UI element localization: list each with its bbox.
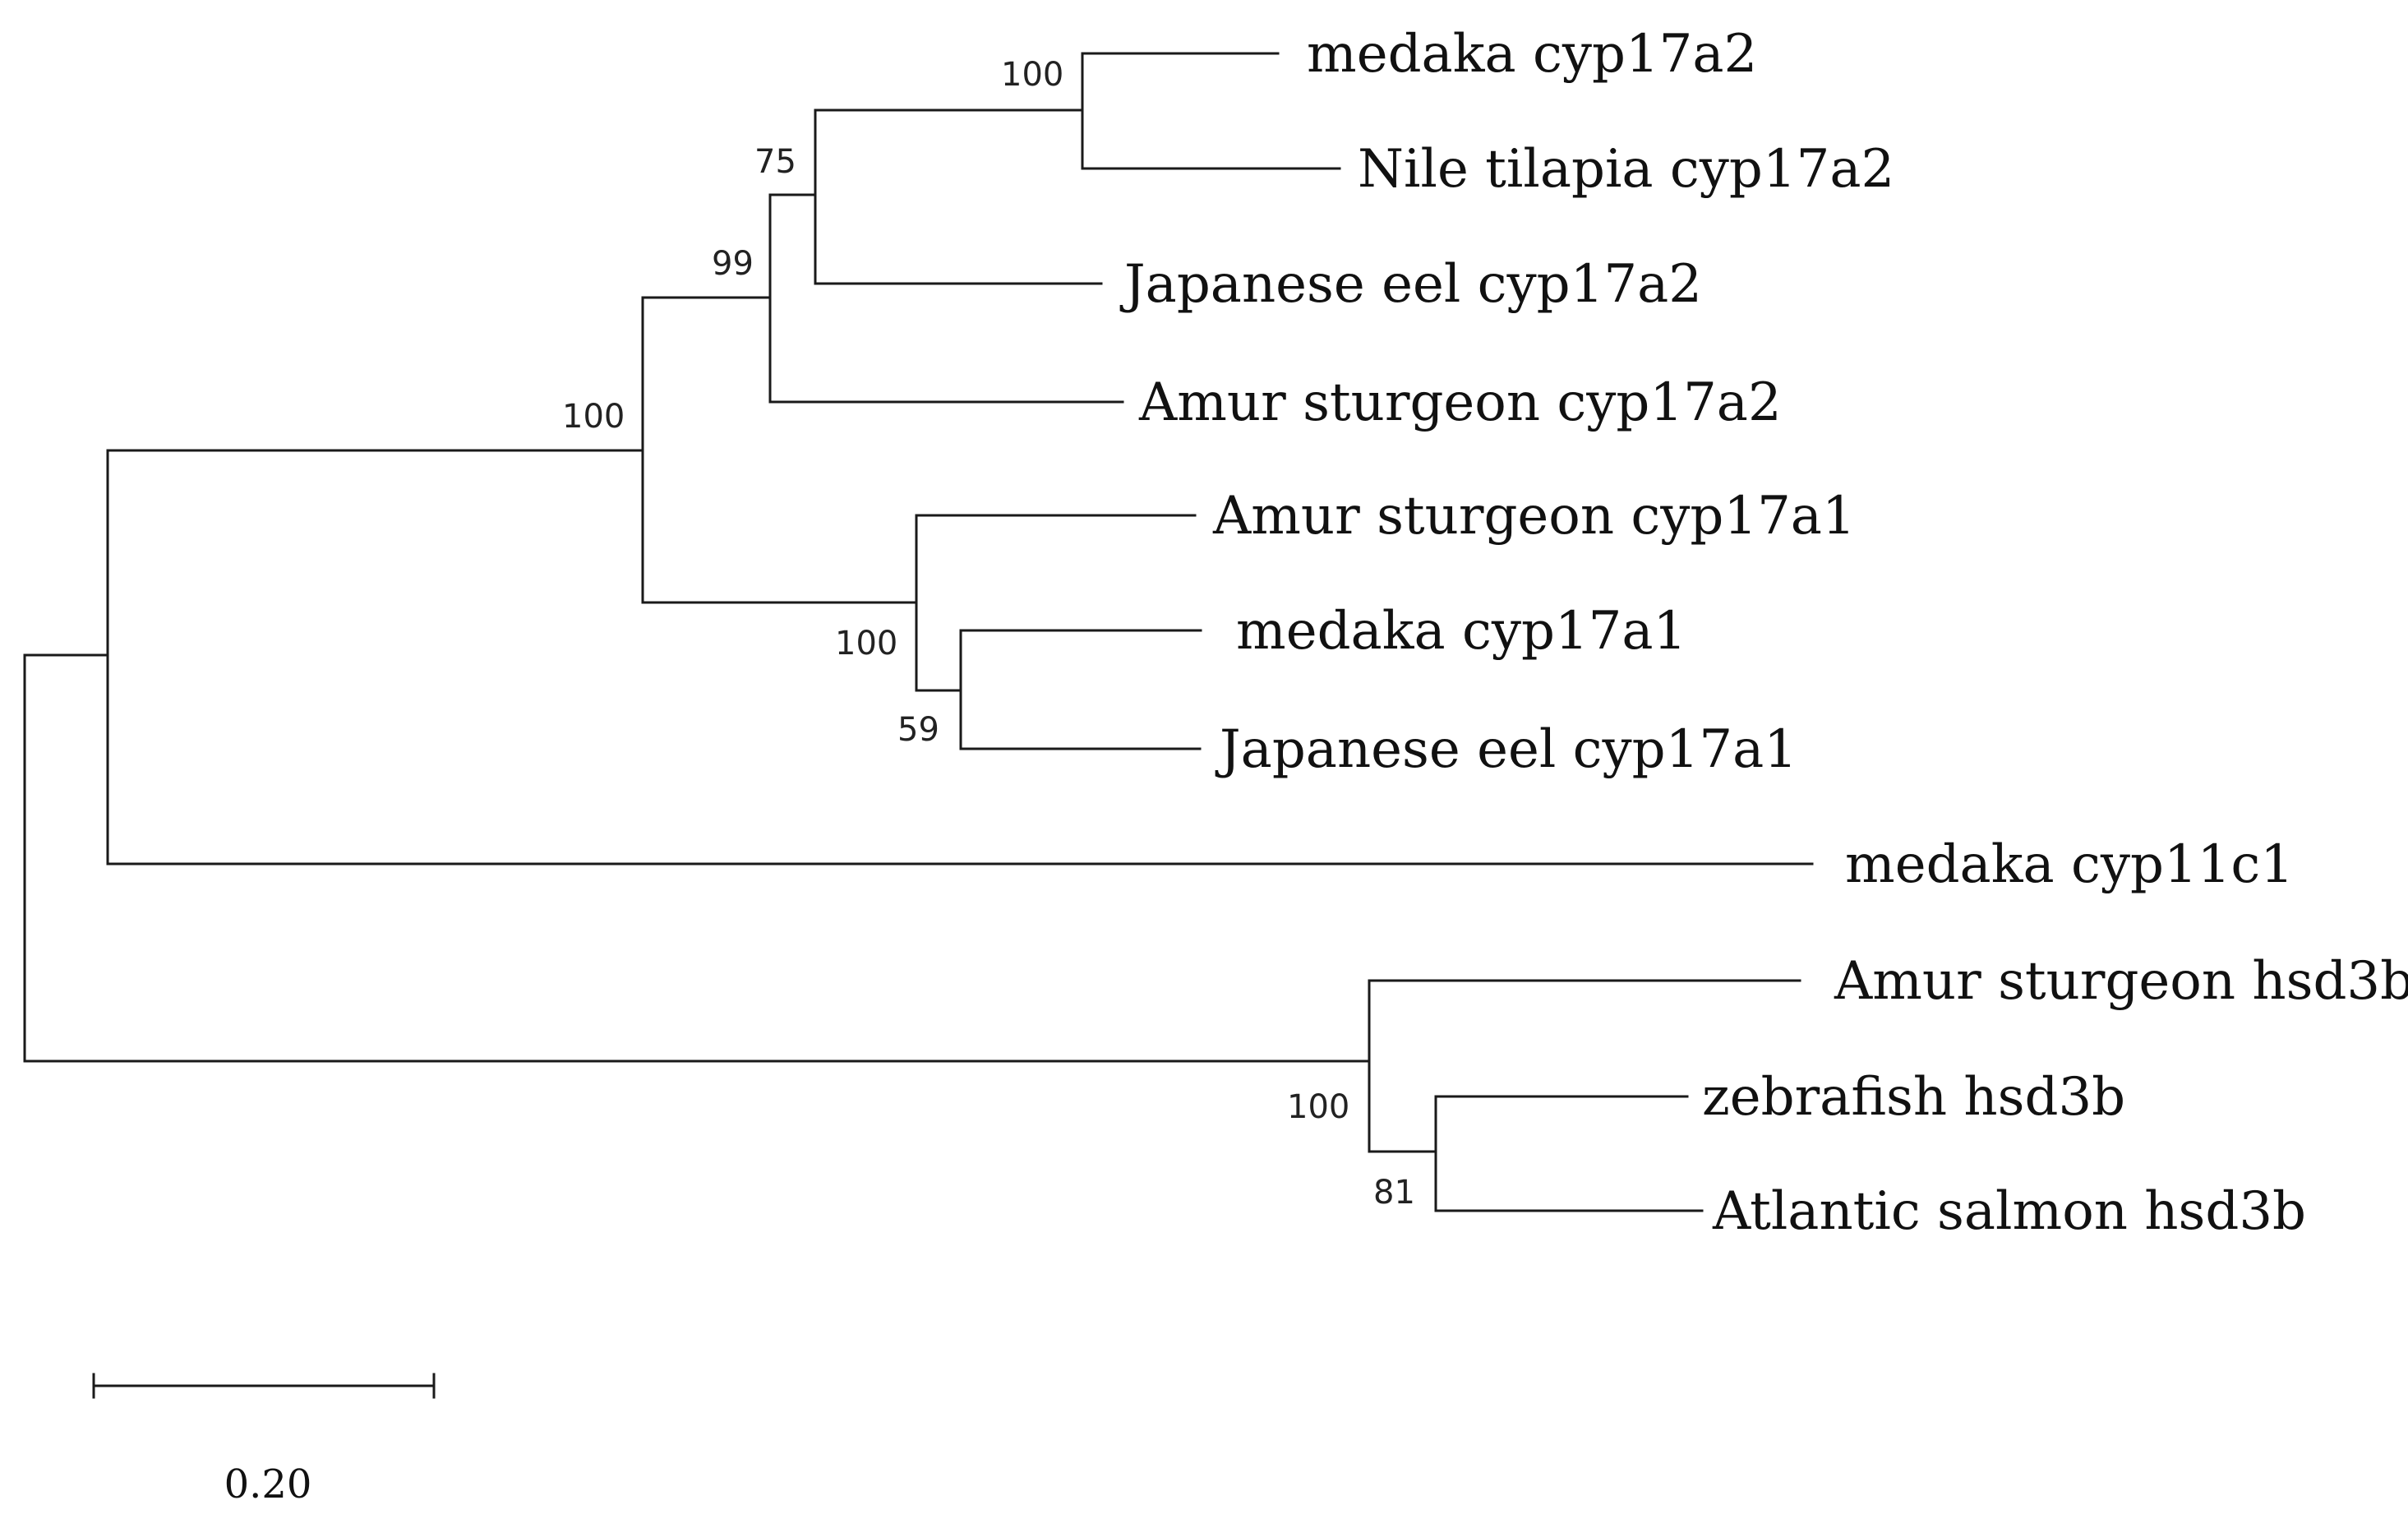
- bootstrap-value: 100: [1287, 1088, 1349, 1126]
- taxon-label-medaka-cyp17a2: medaka cyp17a2: [1307, 24, 1757, 85]
- scale-bar: 0.20: [92, 1373, 436, 1507]
- taxon-label-atlantic-salmon-hsd3b: Atlantic salmon hsd3b: [1712, 1181, 2306, 1242]
- leaf-labels: medaka cyp17a2 Nile tilapia cyp17a2 Japa…: [1119, 24, 2408, 1242]
- taxon-label-nile-tilapia-cyp17a2: Nile tilapia cyp17a2: [1358, 139, 1894, 200]
- bootstrap-value: 100: [1001, 56, 1063, 94]
- taxon-label-japanese-eel-cyp17a1: Japanese eel cyp17a1: [1215, 719, 1797, 780]
- taxon-label-japanese-eel-cyp17a2: Japanese eel cyp17a2: [1119, 254, 1702, 315]
- bootstrap-value: 81: [1373, 1174, 1415, 1212]
- tree-branches: [23, 52, 1814, 1212]
- bootstrap-value: 59: [897, 711, 939, 749]
- taxon-label-zebrafish-hsd3b: zebrafish hsd3b: [1702, 1067, 2125, 1128]
- bootstrap-value: 100: [562, 398, 625, 436]
- taxon-label-amur-sturgeon-hsd3b: Amur sturgeon hsd3b: [1834, 951, 2408, 1012]
- scale-bar-label: 0.20: [224, 1461, 312, 1507]
- bootstrap-value: 100: [835, 625, 897, 662]
- bootstrap-value: 99: [712, 245, 754, 283]
- bootstrap-value: 75: [754, 143, 796, 181]
- taxon-label-medaka-cyp17a1: medaka cyp17a1: [1236, 601, 1686, 662]
- taxon-label-amur-sturgeon-cyp17a2: Amur sturgeon cyp17a2: [1138, 372, 1782, 433]
- bootstrap-values: 100 75 99 100 100 59 100 81: [562, 56, 1415, 1212]
- taxon-label-amur-sturgeon-cyp17a1: Amur sturgeon cyp17a1: [1212, 486, 1856, 547]
- taxon-label-medaka-cyp11c1: medaka cyp11c1: [1845, 834, 2294, 895]
